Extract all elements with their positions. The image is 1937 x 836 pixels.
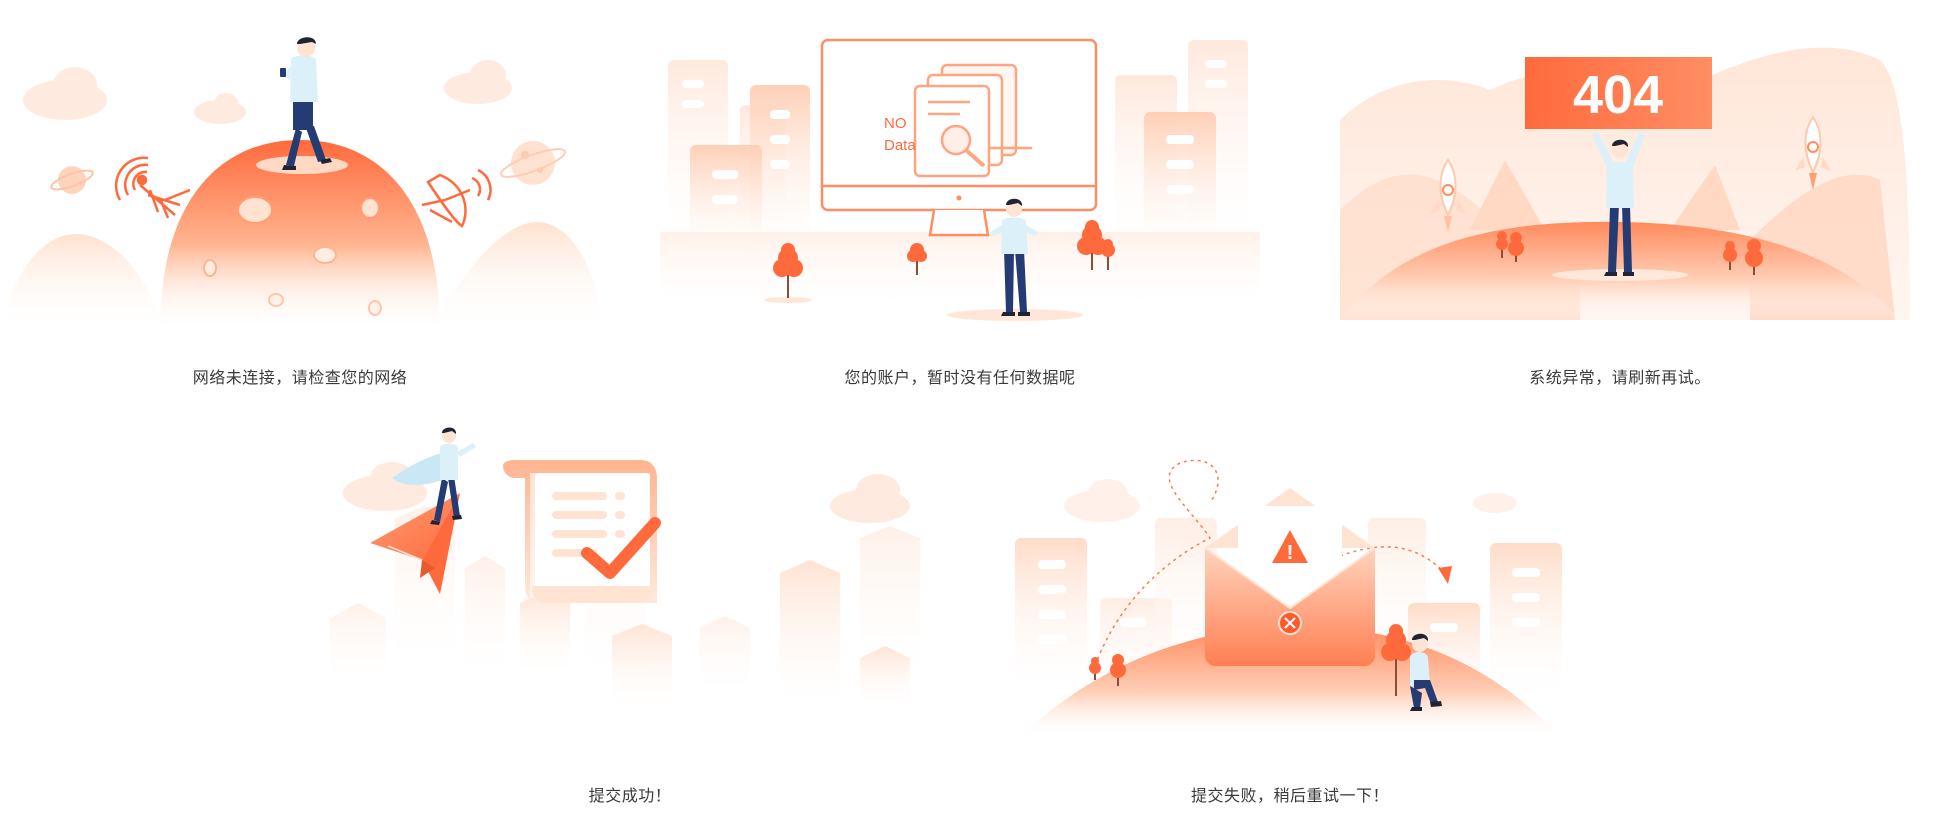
card-network-disconnected: 网络未连接，请检查您的网络 [0,0,600,400]
person-with-cape-icon [392,427,476,525]
building-icon [668,40,1248,265]
tree-icon [1089,624,1411,696]
envelope-warning-icon: ! [1204,488,1376,666]
planet-icon [160,140,440,330]
satellite-dish-icon [421,168,492,228]
submit-success-illustration [330,427,920,718]
card-submit-success: 提交成功！ [330,418,930,818]
tree-icon [764,220,1115,303]
flight-path-icon [1094,459,1446,667]
person-with-phone-icon [280,37,332,170]
person-holding-sign-icon [1592,132,1645,276]
document-search-icon [913,63,1032,178]
person-shrug-icon [947,198,1083,321]
error-x-icon [1278,611,1302,635]
small-planet-icon [50,141,567,194]
no-data-illustration: NO Data [660,38,1260,321]
network-caption: 网络未连接，请检查您的网络 [192,368,408,387]
error-404-caption: 系统异常，请刷新再试。 [1529,368,1711,387]
card-submit-fail: ! [990,418,1590,818]
submit-fail-caption: 提交失败，稍后重试一下！ [1190,786,1389,805]
error-404-code: 404 [1573,65,1663,125]
no-data-text-line1: NO [884,115,907,132]
card-no-data: NO Data [660,0,1260,400]
scroll-check-icon [503,460,661,603]
card-error-404: 404 系统异常，请刷新再试。 [1320,0,1920,400]
warning-icon: ! [1287,542,1294,564]
cloud-icon [1064,479,1517,522]
error-404-sign: 404 [1525,57,1712,129]
network-illustration [0,37,600,330]
submit-fail-illustration: ! [1015,459,1562,738]
no-data-text-line2: Data [884,137,916,154]
no-data-caption: 您的账户，暂时没有任何数据呢 [844,368,1076,387]
submit-success-caption: 提交成功！ [588,786,672,805]
tree-icon [1496,231,1763,275]
error-404-illustration: 404 [1340,47,1910,320]
person-sitting-icon [1410,633,1442,711]
rocket-icon [1430,115,1831,232]
cloud-icon [23,60,512,124]
building-icon [1015,518,1562,713]
antenna-icon [114,156,191,219]
